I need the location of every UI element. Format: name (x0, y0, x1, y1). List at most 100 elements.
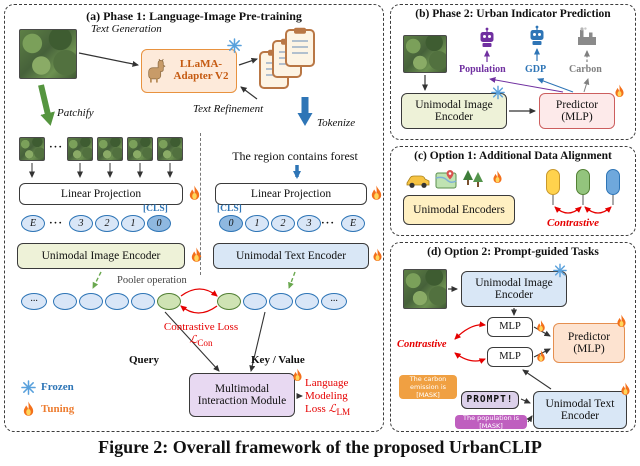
map-icon (435, 169, 457, 189)
panel-d-title: (d) Option 2: Prompt-guided Tasks (427, 246, 599, 258)
indicator-gdp: GDP (525, 64, 547, 75)
pooled-cls-text (217, 293, 241, 310)
llama-icon (145, 58, 169, 84)
patchify-label: Patchify (57, 107, 94, 119)
pooled-token (243, 293, 267, 310)
pooled-cls-image (157, 293, 181, 310)
fire-icon (371, 247, 384, 264)
fire-icon (369, 185, 384, 202)
token: 2 (95, 215, 119, 232)
fire-icon (535, 318, 547, 335)
embedding-pill-blue (606, 169, 620, 195)
fire-icon (291, 367, 304, 384)
indicator-population: Population (459, 64, 506, 75)
legend-tuning: Tuning (41, 403, 75, 415)
token: 3 (69, 215, 93, 232)
patch-tile (157, 137, 183, 161)
cls-label-image: [CLS] (143, 204, 168, 214)
pooled-token (79, 293, 103, 310)
patch-tile (127, 137, 153, 161)
prompt-box: PROMPT! (461, 391, 519, 409)
pooled-token (53, 293, 77, 310)
patch-tile (67, 137, 93, 161)
cls-label-text: [CLS] (217, 204, 242, 214)
carbon-icon (576, 27, 598, 47)
snowflake-icon (227, 38, 242, 53)
lm-loss-label: Language Modeling Loss ℒLM (305, 377, 351, 418)
panel-option1-alignment: (c) Option 1: Additional Data Alignment … (390, 146, 636, 236)
fire-icon (535, 348, 547, 365)
population-prompt-box: The population is [MASK] (455, 414, 527, 430)
text-refinement-label: Text Refinement (193, 103, 264, 115)
text-generation-label: Text Generation (91, 23, 162, 35)
snowflake-icon (553, 263, 567, 278)
pooled-token (269, 293, 293, 310)
satellite-image (403, 269, 447, 309)
indicator-carbon: Carbon (569, 64, 602, 75)
satellite-image (19, 29, 77, 79)
token: 3 (297, 215, 321, 232)
fire-icon (619, 381, 632, 398)
fire-icon (189, 247, 204, 264)
unimodal-text-encoder: Unimodal Text Encoder (213, 243, 369, 269)
token-cls: 0 (219, 215, 243, 232)
fire-icon (613, 83, 626, 100)
pooled-token (105, 293, 129, 310)
token: 1 (245, 215, 269, 232)
embedding-pill-green (576, 169, 590, 195)
token: 1 (121, 215, 145, 232)
query-label: Query (129, 354, 159, 366)
llama-adapter-box: LLaMA-Adapter V2 (141, 49, 237, 93)
unimodal-encoders: Unimodal Encoders (403, 195, 515, 225)
figure-caption: Figure 2: Overall framework of the propo… (98, 437, 542, 457)
patch-tile (19, 137, 45, 161)
fire-icon (491, 169, 504, 186)
token: 2 (271, 215, 295, 232)
unimodal-image-encoder: Unimodal Image Encoder (401, 93, 507, 129)
token: E (341, 215, 365, 232)
fire-icon (21, 401, 36, 418)
region-sentence: The region contains forest (232, 149, 358, 163)
satellite-image (403, 35, 447, 73)
unimodal-text-encoder: Unimodal Text Encoder (533, 391, 627, 429)
key-value-label: Key / Value (251, 354, 305, 366)
token-ellipsis: ··· (49, 217, 64, 229)
pooled-token-ellipsis: ··· (321, 293, 347, 310)
panel-phase2-prediction: (b) Phase 2: Urban Indicator Prediction … (390, 4, 636, 140)
token-ellipsis: ··· (321, 217, 336, 229)
modality-divider (200, 133, 201, 275)
fire-icon (615, 313, 628, 330)
token-cls: 0 (147, 215, 171, 232)
contrastive-loss-label: Contrastive Loss ℒCon (163, 321, 239, 348)
snowflake-icon (21, 380, 36, 395)
tokenize-label: Tokenize (317, 117, 356, 129)
linear-projection-text: Linear Projection (215, 183, 367, 205)
population-icon (477, 27, 497, 49)
pooled-token (295, 293, 319, 310)
linear-projection-image: Linear Projection (19, 183, 183, 205)
panel-option2-prompt: (d) Option 2: Prompt-guided Tasks Unimod… (390, 242, 636, 432)
unimodal-image-encoder: Unimodal Image Encoder (461, 271, 567, 307)
carbon-prompt-box: The carbon emission is [MASK] (399, 375, 457, 399)
patch-ellipsis: ··· (49, 141, 64, 153)
contrastive-label: Contrastive (397, 339, 447, 350)
contrastive-label: Contrastive (547, 217, 599, 229)
clipboard-icon (259, 27, 315, 89)
car-icon (405, 173, 431, 189)
panel-a-title: (a) Phase 1: Language-Image Pre-training (86, 9, 302, 23)
predictor-mlp: Predictor (MLP) (539, 93, 615, 129)
panel-b-title: (b) Phase 2: Urban Indicator Prediction (415, 8, 611, 20)
panel-c-title: (c) Option 1: Additional Data Alignment (414, 150, 612, 162)
token: E (21, 215, 45, 232)
unimodal-image-encoder: Unimodal Image Encoder (17, 243, 185, 269)
panel-phase1-pretraining: (a) Phase 1: Language-Image Pre-training (4, 4, 384, 432)
pooled-token (131, 293, 155, 310)
mlp-box: MLP (487, 317, 533, 337)
patch-tile (97, 137, 123, 161)
predictor-mlp: Predictor (MLP) (553, 323, 625, 363)
pooled-token-ellipsis: ··· (21, 293, 47, 310)
embedding-pill-yellow (546, 169, 560, 195)
gdp-icon (527, 25, 547, 47)
mlp-box: MLP (487, 347, 533, 367)
